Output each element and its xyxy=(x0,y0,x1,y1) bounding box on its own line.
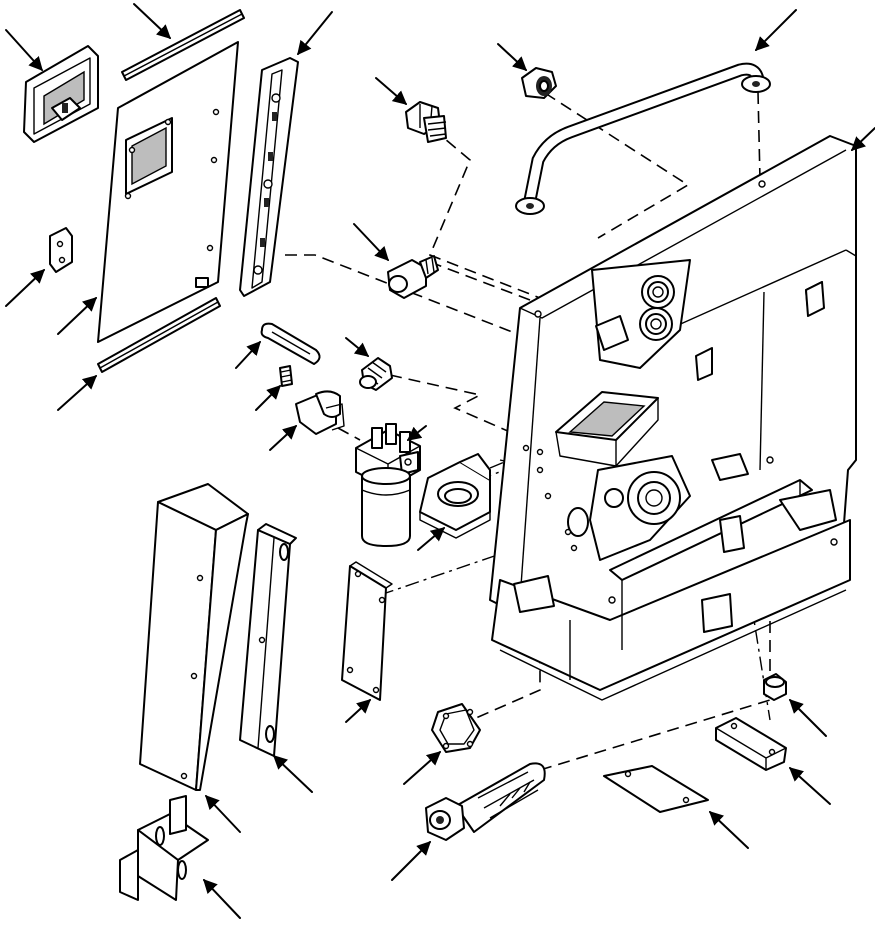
long-channel xyxy=(139,483,249,791)
callout-arrow xyxy=(345,337,370,357)
strap xyxy=(603,765,709,813)
callout-arrow xyxy=(5,29,43,72)
angle-channel xyxy=(239,523,297,757)
plug xyxy=(405,101,447,143)
callout-arrow xyxy=(5,269,46,307)
fitting xyxy=(387,255,439,299)
shim-plate xyxy=(715,717,787,771)
tank xyxy=(489,135,857,701)
callout-arrow xyxy=(497,43,528,71)
callout-arrows xyxy=(5,3,875,919)
callout-arrow xyxy=(789,699,827,737)
mounting-clip xyxy=(805,281,825,317)
hinge-panel xyxy=(239,57,299,297)
callout-arrow xyxy=(255,385,281,411)
lower-gasket-strip xyxy=(97,297,221,373)
flange-cover xyxy=(431,703,481,753)
callout-arrow xyxy=(391,841,431,881)
callout-arrow xyxy=(708,811,749,849)
callout-arrow xyxy=(850,127,875,151)
corner-bracket xyxy=(119,795,209,901)
elbow xyxy=(295,390,345,435)
breather-cap xyxy=(521,67,557,99)
callout-arrow xyxy=(353,223,389,262)
callout-arrow xyxy=(345,699,372,723)
link-plate xyxy=(260,322,321,365)
side-panel xyxy=(97,41,239,343)
callout-arrow xyxy=(272,755,313,793)
small-plate xyxy=(49,227,73,273)
adapter-fitting xyxy=(359,357,393,391)
grab-handle xyxy=(515,62,771,215)
drain-plug xyxy=(763,673,787,701)
callout-arrow xyxy=(788,767,831,805)
callout-arrow xyxy=(375,77,408,105)
callout-arrow xyxy=(203,878,241,919)
callout-arrow xyxy=(269,425,298,451)
callout-arrow xyxy=(403,751,442,785)
upper-gasket-strip xyxy=(121,9,245,81)
tank-cover-plate xyxy=(341,561,393,701)
access-cover xyxy=(23,45,99,143)
callout-arrow xyxy=(297,11,333,56)
filter-bracket xyxy=(419,453,491,539)
callout-arrow xyxy=(57,375,98,411)
callout-arrow xyxy=(133,3,172,39)
suction-strainer xyxy=(425,762,546,841)
filter-element xyxy=(361,467,411,547)
assembly-lines xyxy=(285,91,771,771)
callout-arrow xyxy=(406,425,427,441)
set-screw xyxy=(279,365,293,387)
callout-arrow xyxy=(205,794,241,833)
callout-arrow xyxy=(755,9,797,51)
callout-arrow xyxy=(57,297,98,335)
callout-arrow xyxy=(235,340,261,369)
callout-arrow xyxy=(417,527,446,551)
